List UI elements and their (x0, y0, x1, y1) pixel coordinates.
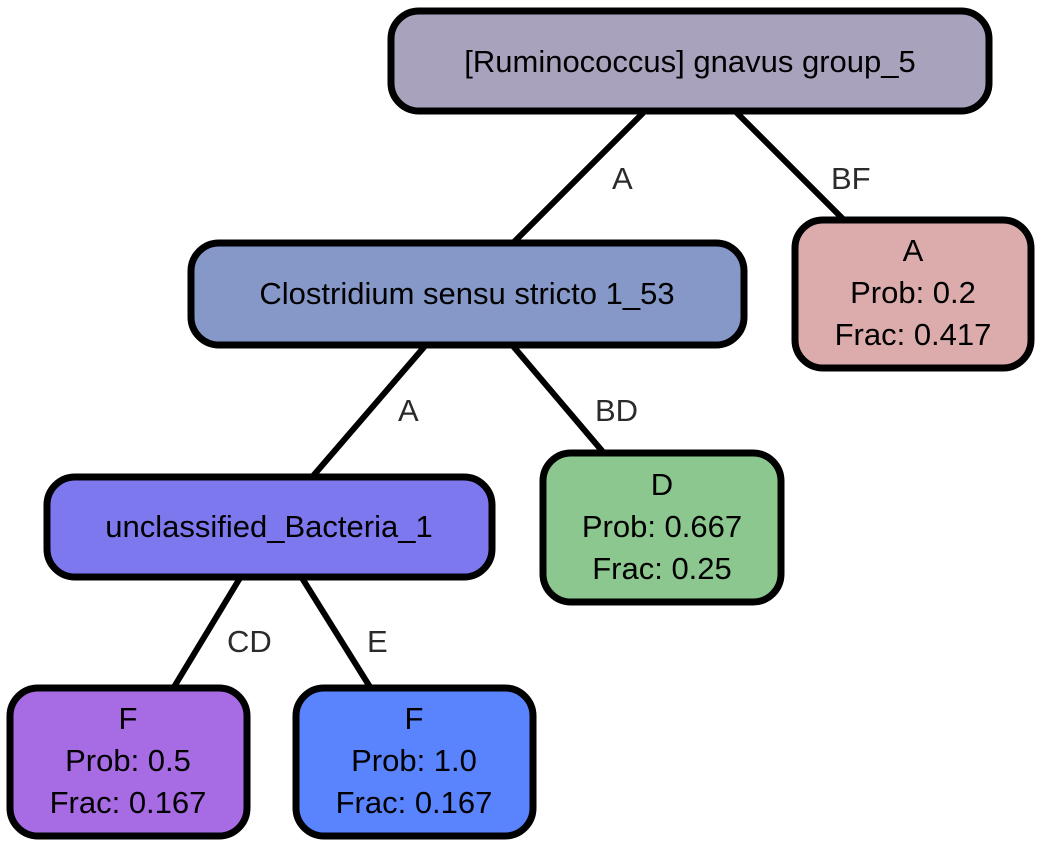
leaf-f2-class: F (405, 701, 424, 736)
leaf-f1-class: F (119, 701, 138, 736)
node-unclassified-box (43, 473, 496, 581)
leaf-a-frac: Frac: 0.417 (835, 317, 992, 352)
leaf-f2: F Prob: 1.0 Frac: 0.167 (292, 684, 537, 840)
node-clostridium: Clostridium sensu stricto 1_53 (187, 239, 748, 349)
edge-label-unclassified-to-leaf-f1: CD (227, 624, 272, 659)
edge-unclassified-to-leaf-f1 (171, 575, 243, 690)
node-clostridium-box (187, 239, 748, 349)
node-root-box (387, 7, 993, 115)
leaf-d-class: D (651, 467, 673, 502)
edge-label-clostridium-to-leaf-d: BD (595, 393, 638, 428)
edge-label-unclassified-to-leaf-f2: E (367, 624, 388, 659)
leaf-a-class: A (903, 233, 924, 268)
leaf-f1: F Prob: 0.5 Frac: 0.167 (6, 684, 251, 840)
edge-clostridium-to-unclassified (310, 343, 428, 479)
leaf-d-box (539, 449, 785, 606)
edge-unclassified-to-leaf-f2 (299, 575, 373, 690)
node-root-label: [Ruminococcus] gnavus group_5 (464, 44, 915, 79)
leaf-f2-prob: Prob: 1.0 (351, 743, 477, 778)
node-unclassified: unclassified_Bacteria_1 (43, 473, 496, 581)
edge-label-clostridium-to-unclassified: A (398, 393, 419, 428)
leaf-d-frac: Frac: 0.25 (592, 551, 732, 586)
edge-label-root-to-leaf-a: BF (831, 161, 871, 196)
leaf-d-prob: Prob: 0.667 (582, 509, 742, 544)
leaf-d: D Prob: 0.667 Frac: 0.25 (539, 449, 785, 606)
leaf-f1-prob: Prob: 0.5 (65, 743, 191, 778)
leaf-f1-box (6, 684, 251, 840)
leaf-a: A Prob: 0.2 Frac: 0.417 (791, 216, 1035, 372)
edge-clostridium-to-leaf-d (510, 343, 606, 455)
edge-label-root-to-clostridium: A (612, 161, 633, 196)
edges (171, 110, 846, 690)
node-clostridium-label: Clostridium sensu stricto 1_53 (259, 276, 674, 311)
node-root: [Ruminococcus] gnavus group_5 (387, 7, 993, 115)
leaf-a-prob: Prob: 0.2 (850, 275, 976, 310)
leaf-f2-box (292, 684, 537, 840)
leaf-f2-frac: Frac: 0.167 (336, 785, 493, 820)
leaf-a-box (791, 216, 1035, 372)
node-unclassified-label: unclassified_Bacteria_1 (105, 509, 432, 544)
leaf-f1-frac: Frac: 0.167 (50, 785, 207, 820)
edge-root-to-clostridium (511, 110, 646, 245)
edge-root-to-leaf-a (734, 110, 846, 222)
